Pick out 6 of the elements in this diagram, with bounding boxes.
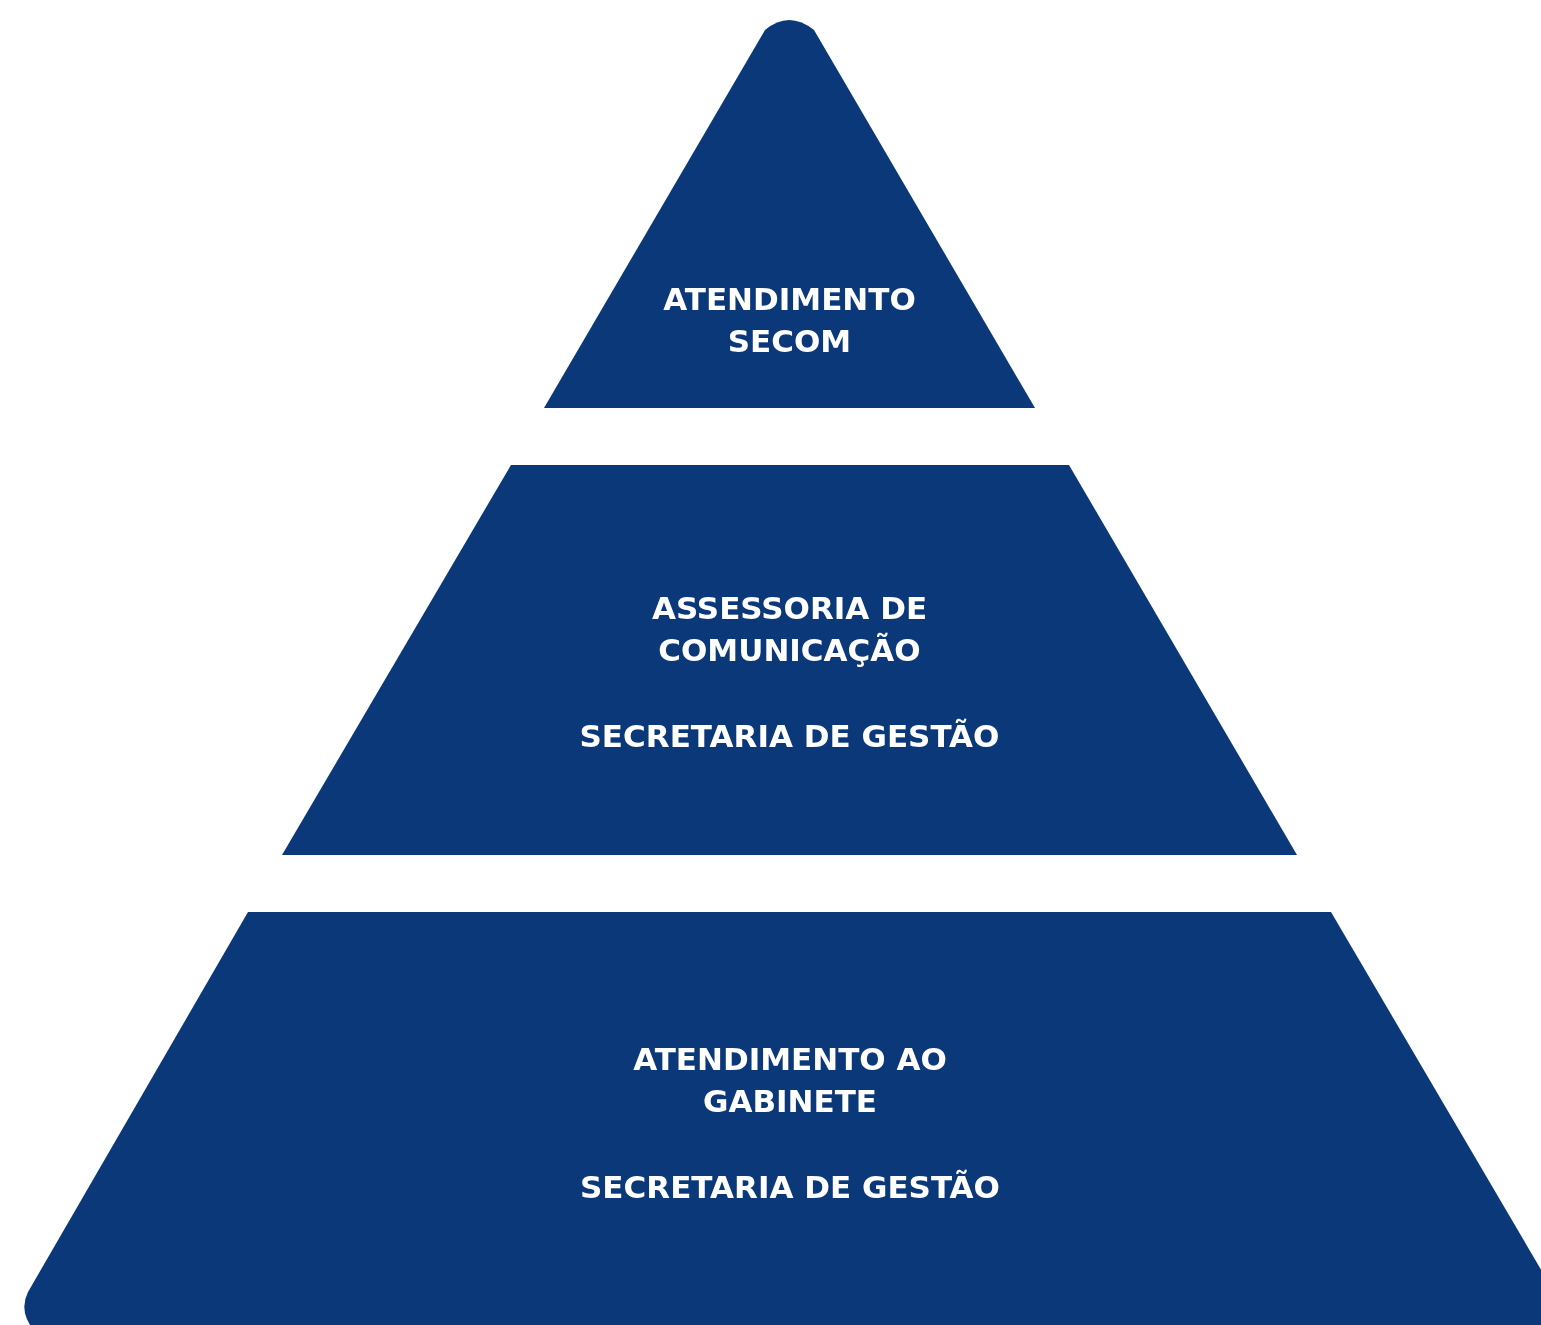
tier-label: ASSESSORIA DE COMUNICAÇÃO	[650, 589, 929, 670]
tier-label: ATENDIMENTO AO GABINETE	[632, 1040, 948, 1121]
tier-label: ATENDIMENTO SECOM	[662, 280, 917, 361]
pyramid-tier	[282, 465, 1297, 855]
tier-label: SECRETARIA DE GESTÃO	[578, 717, 1001, 756]
tier-label: SECRETARIA DE GESTÃO	[579, 1168, 1001, 1207]
